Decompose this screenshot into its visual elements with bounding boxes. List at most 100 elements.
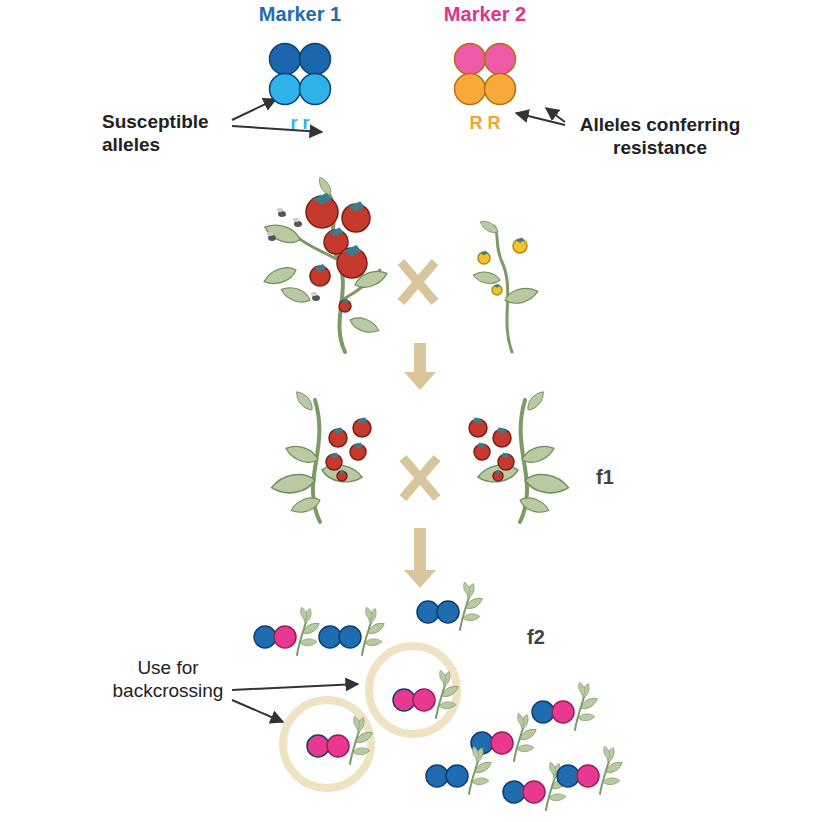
marker-cluster: Marker 1 r r xyxy=(259,2,341,134)
leaf xyxy=(578,713,596,721)
marker-cluster: Marker 2 R R xyxy=(444,2,526,134)
allele-circles xyxy=(450,42,520,108)
stem xyxy=(575,694,585,730)
leaf xyxy=(503,285,539,307)
leaf xyxy=(364,606,374,621)
marker-allele xyxy=(393,689,415,711)
leader-arrow xyxy=(232,684,358,690)
fruit xyxy=(493,471,503,481)
leaf xyxy=(463,613,481,621)
cross-symbol xyxy=(401,262,435,302)
marker-allele xyxy=(274,626,296,648)
leaf xyxy=(478,218,500,235)
marker-allele xyxy=(532,701,554,723)
leaf xyxy=(289,494,322,516)
leader-arrow xyxy=(232,99,276,120)
fruit xyxy=(492,285,502,295)
leaf xyxy=(602,745,612,760)
leaf xyxy=(439,701,457,709)
f2-seedling xyxy=(319,606,386,655)
calyx xyxy=(333,427,344,434)
marker-allele xyxy=(254,626,276,648)
f1-plant xyxy=(270,389,371,522)
fruit xyxy=(337,471,347,481)
selection-ring xyxy=(369,646,457,734)
marker-allele xyxy=(307,735,329,757)
allele-genotype: r r xyxy=(290,112,309,134)
leader-arrow xyxy=(232,700,283,722)
calyx xyxy=(314,264,326,272)
f2-seedling xyxy=(557,745,624,794)
calyx xyxy=(353,442,363,448)
marker-allele xyxy=(446,765,468,787)
leaf xyxy=(464,595,484,611)
leaf xyxy=(604,759,624,775)
marker-allele xyxy=(327,735,349,757)
leaf xyxy=(299,606,309,621)
leaf xyxy=(438,669,448,684)
leaf xyxy=(300,638,318,646)
marker-allele xyxy=(417,601,439,623)
leaf xyxy=(352,715,362,730)
f2-seedling xyxy=(426,745,493,794)
marker-heading: Marker 1 xyxy=(259,2,341,26)
marker-allele xyxy=(339,626,361,648)
leaf xyxy=(471,745,481,760)
leaf xyxy=(518,494,551,516)
calyx xyxy=(497,427,508,434)
marker-allele xyxy=(577,765,599,787)
marker-allele xyxy=(503,781,525,803)
marker-allele xyxy=(413,689,435,711)
f2-seedling xyxy=(254,606,321,655)
calyx xyxy=(477,442,487,448)
marker-allele xyxy=(437,601,459,623)
leaf xyxy=(516,712,526,727)
marker-allele xyxy=(491,732,513,754)
leaf xyxy=(353,747,371,755)
leaf xyxy=(579,695,599,711)
marker-allele xyxy=(319,626,341,648)
marker-allele xyxy=(557,765,579,787)
annotation: Alleles conferring resistance xyxy=(565,113,755,159)
leaf xyxy=(473,759,493,775)
calyx xyxy=(312,193,331,205)
calyx xyxy=(473,417,484,424)
calyx xyxy=(516,238,524,243)
stem xyxy=(436,682,446,718)
stem xyxy=(469,758,479,794)
stem xyxy=(460,594,470,630)
leaf xyxy=(365,638,383,646)
calyx xyxy=(341,299,348,304)
leaf xyxy=(293,389,316,413)
stem xyxy=(546,774,556,810)
stem xyxy=(350,728,360,764)
allele-circles xyxy=(265,42,335,108)
leaf xyxy=(284,442,321,466)
resistant-plant xyxy=(472,218,539,352)
generation-label: f1 xyxy=(596,466,636,489)
f2-seedling xyxy=(417,581,484,630)
down-arrow xyxy=(404,343,436,390)
susceptible-plant xyxy=(262,175,390,352)
leader-arrow xyxy=(516,113,565,125)
selection-ring xyxy=(283,700,371,788)
generation-label: f2 xyxy=(527,626,567,649)
leader-arrow xyxy=(546,108,565,122)
calyx xyxy=(339,470,345,474)
leaf xyxy=(577,681,587,696)
allele-genotype: R R xyxy=(470,112,501,134)
calyx xyxy=(494,284,500,288)
stem xyxy=(362,619,372,655)
marker-heading: Marker 2 xyxy=(444,2,526,26)
leaf xyxy=(262,264,299,288)
leaf xyxy=(549,793,567,801)
calyx xyxy=(480,251,487,256)
calyx xyxy=(348,201,365,212)
calyx xyxy=(357,417,368,424)
calyx xyxy=(495,470,501,474)
leaf xyxy=(279,284,312,306)
leaf xyxy=(517,744,535,752)
leaf xyxy=(354,729,374,745)
stem xyxy=(600,758,610,794)
calyx xyxy=(343,245,361,256)
